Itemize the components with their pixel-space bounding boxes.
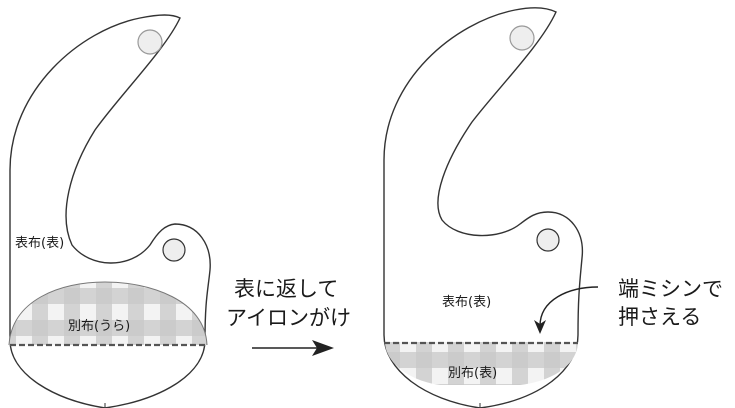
note-arrow-head <box>534 320 546 334</box>
note-line-2: 押さえる <box>618 305 701 329</box>
note-arrow-curve <box>539 286 599 327</box>
left-inner-fabric-label: 別布(うら) <box>68 319 130 334</box>
right-inner-fabric-label: 別布(表) <box>448 366 497 381</box>
right-snap-tab <box>536 228 560 252</box>
left-bib: 表布(表) 別布(うら) <box>8 14 211 408</box>
step-line-2: アイロンがけ <box>226 306 351 330</box>
note-line-1: 端ミシンで <box>618 277 723 301</box>
step-line-1: 表に返して <box>234 277 338 301</box>
left-bib-outline <box>9 14 211 408</box>
right-bib-outline <box>383 7 584 408</box>
left-snap-tab <box>162 238 186 262</box>
left-fabric-edge <box>8 281 208 346</box>
right-gingham-fabric <box>385 342 578 385</box>
right-bib: 表布(表) 別布(表) <box>383 7 584 408</box>
stitch-note: 端ミシンで 押さえる <box>534 277 723 334</box>
left-snap-top <box>137 29 163 55</box>
step-instruction: 表に返して アイロンがけ <box>226 277 351 356</box>
right-snap-top <box>509 25 535 51</box>
left-outer-fabric-label: 表布(表) <box>15 236 64 251</box>
right-outer-fabric-label: 表布(表) <box>442 295 491 310</box>
step-arrow-head <box>312 340 334 356</box>
